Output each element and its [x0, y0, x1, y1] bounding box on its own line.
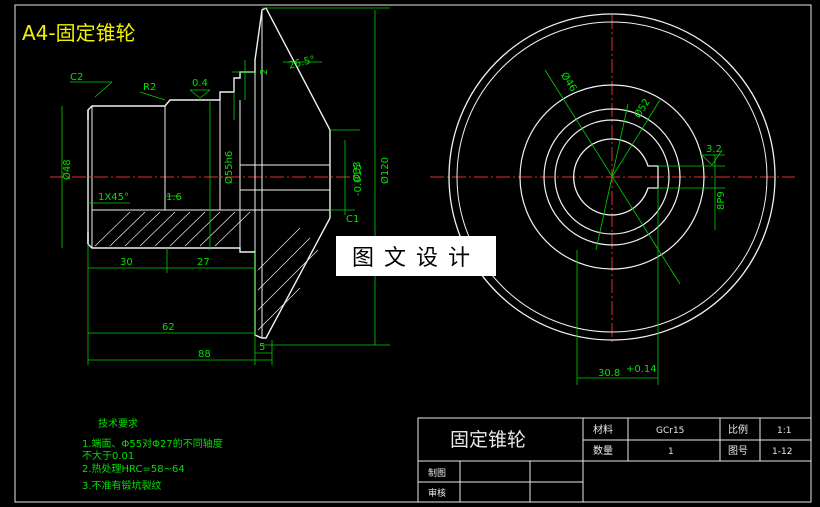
drawn-label: 制图: [428, 467, 446, 479]
shoulder-circle: [543, 108, 681, 246]
part-outline-upper: [87, 7, 331, 218]
dim-d120: Ø120: [379, 157, 391, 184]
qty-label: 数量: [593, 444, 613, 457]
dim-d2: 2: [259, 69, 270, 75]
tech-item: 2.热处理HRC=58~64: [82, 462, 185, 475]
dim-len62: 62: [162, 322, 175, 333]
dim-d48: Ø48: [61, 159, 73, 180]
dim-ra-04: 0.4: [192, 78, 208, 89]
scale-value: 1:1: [777, 426, 791, 436]
watermark-label: 图文设计: [336, 236, 496, 276]
hub-circle: [519, 84, 705, 270]
keyway-bore: [573, 138, 659, 216]
qty-value: 1: [668, 447, 674, 457]
tech-item: 1.端面、Φ55对Φ27的不同轴度: [82, 437, 223, 450]
dim-ra-16: 1.6: [166, 192, 182, 203]
drawing-no-label: 图号: [728, 445, 748, 457]
checked-label: 审核: [428, 487, 446, 499]
dim-len5: 5: [259, 342, 265, 353]
part-outline-lower: [87, 217, 331, 339]
dim-d46: Ø46: [558, 70, 579, 94]
dim-d-tol: -0.015: [353, 164, 364, 196]
drawing-frame: [14, 4, 812, 503]
tech-item: 3.不准有锻坑裂纹: [82, 479, 162, 492]
step-circle: [554, 119, 670, 235]
dim-c2: C2: [70, 72, 83, 83]
dim-len27: 27: [197, 257, 210, 268]
end-dim-lines: [544, 69, 725, 385]
tech-requirements: 技术要求 1.端面、Φ55对Φ27的不同轴度 不大于0.01 2.热处理HRC=…: [82, 417, 223, 492]
dim-ra-32: 3.2: [706, 144, 722, 155]
part-name: 固定锥轮: [450, 429, 526, 451]
outer-circle: [448, 13, 776, 341]
dim-r2: R2: [143, 82, 156, 93]
scale-label: 比例: [728, 423, 748, 436]
dim-key-depth: 30.8: [598, 368, 620, 379]
dim-key-tol: +0.14: [626, 364, 657, 375]
tech-item: 不大于0.01: [82, 449, 134, 462]
material-label: 材料: [593, 423, 613, 436]
section-dim-lines: [61, 7, 390, 365]
dim-len30: 30: [120, 257, 133, 268]
dim-c1: C1: [346, 214, 359, 225]
dim-d33: Ø33: [351, 161, 363, 182]
material-value: GCr15: [656, 426, 684, 436]
title-block: [417, 417, 812, 503]
end-view: Ø46 Ø52 3.2 30.8 +0.14 8P9 -0.015: [353, 13, 795, 385]
dim-chamfer: 1X45°: [98, 192, 129, 203]
dim-d55: Ø55h6: [223, 151, 235, 184]
section-view: C2 R2 0.4 2 26.5° Ø48 Ø55h6 Ø33 Ø120 1X4…: [50, 7, 391, 365]
tech-heading: 技术要求: [98, 417, 138, 430]
outer-circle-inner: [456, 21, 768, 333]
drawing-title: A4-固定锥轮: [22, 21, 136, 45]
dim-len88: 88: [198, 349, 211, 360]
section-hatch: [94, 211, 319, 331]
dim-key-width: 8P9: [716, 191, 727, 210]
drawing-no-value: 1-12: [772, 447, 792, 457]
